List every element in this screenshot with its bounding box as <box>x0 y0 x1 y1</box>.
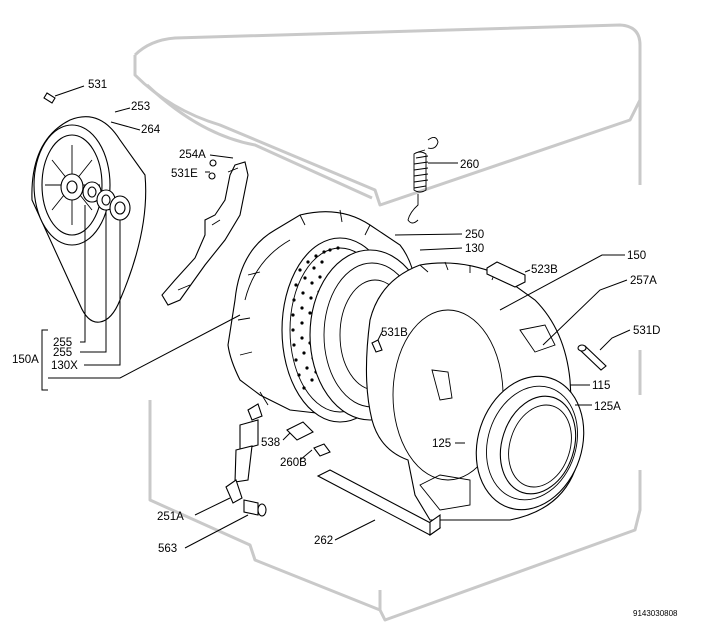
label-250: 250 <box>465 229 484 241</box>
label-130: 130 <box>465 243 484 255</box>
label-251a: 251A <box>157 511 184 523</box>
part-labels: 531 253 264 254A 531E 260 250 130 150 52… <box>12 79 661 555</box>
label-531: 531 <box>88 79 107 91</box>
label-538: 538 <box>261 437 280 449</box>
label-130x: 130X <box>51 360 78 372</box>
label-563: 563 <box>158 543 177 555</box>
bearings-seal <box>82 181 131 221</box>
cabinet-outline <box>133 23 642 622</box>
label-523b: 523B <box>531 264 558 276</box>
label-264: 264 <box>141 124 161 136</box>
door-seal-125 <box>475 375 585 511</box>
label-150: 150 <box>627 250 646 262</box>
label-115: 115 <box>592 380 610 392</box>
drum-pulley <box>31 116 147 323</box>
label-262: 262 <box>314 535 333 547</box>
weight-262 <box>316 469 442 537</box>
clip-260b <box>313 443 331 457</box>
label-254a: 254A <box>179 149 206 161</box>
label-531d: 531D <box>633 325 661 337</box>
label-253: 253 <box>131 101 150 113</box>
screw-531 <box>43 92 56 104</box>
label-255-a: 255 <box>53 337 72 349</box>
label-125: 125 <box>432 438 451 450</box>
label-255-b: 255 <box>53 347 72 359</box>
screw-531d <box>577 344 607 371</box>
label-260b: 260B <box>280 457 307 469</box>
pin-563 <box>243 499 267 517</box>
sensor-523b <box>486 261 526 288</box>
label-150a: 150A <box>12 354 39 366</box>
label-531e: 531E <box>171 168 198 180</box>
pad-538 <box>286 421 314 441</box>
label-257a: 257A <box>630 275 657 287</box>
leader-lines <box>41 85 631 549</box>
label-531b: 531B <box>381 327 408 339</box>
label-125a: 125A <box>594 401 621 413</box>
drawing-code: 9143030808 <box>633 609 678 618</box>
bracket-254a <box>161 159 249 306</box>
label-260: 260 <box>460 159 479 171</box>
shock-absorber-251a <box>225 403 263 504</box>
bolt-531b <box>371 339 383 353</box>
spring-260 <box>407 137 439 224</box>
